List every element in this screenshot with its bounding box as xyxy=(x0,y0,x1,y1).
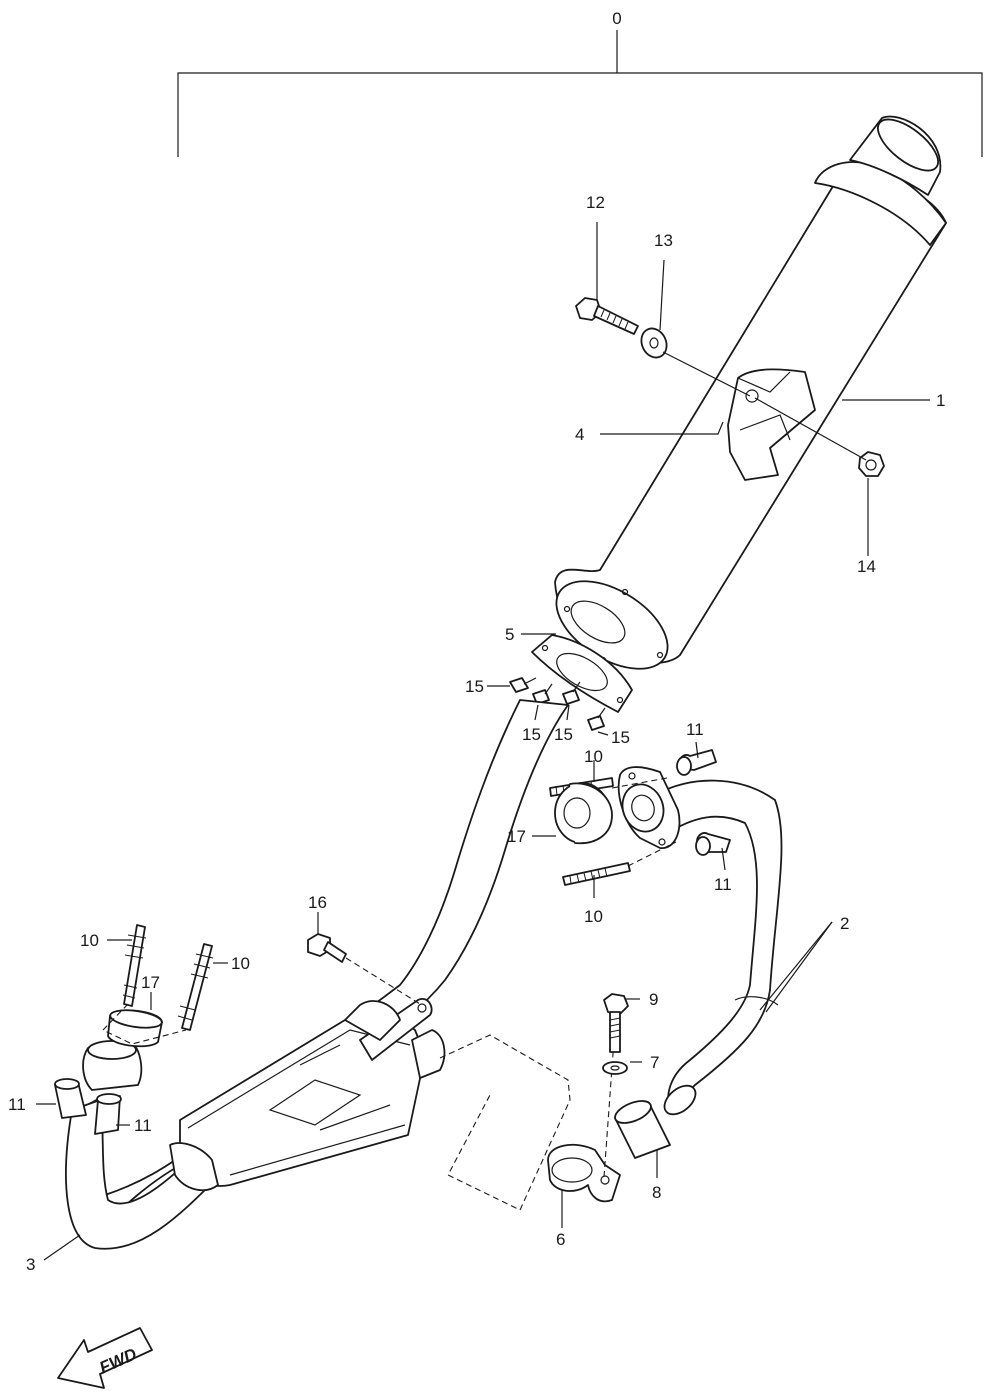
bolt-16 xyxy=(307,933,347,963)
bolt-15-b xyxy=(532,683,553,705)
front-pipe-3 xyxy=(65,699,569,1250)
callout-11-front-a: 11 xyxy=(8,1095,26,1114)
bolt-11-front-b xyxy=(94,1093,122,1135)
callout-10-front-b: 10 xyxy=(231,954,250,973)
bolt-9 xyxy=(603,993,629,1053)
callout-15-d: 15 xyxy=(611,728,630,747)
gasket-17-front xyxy=(107,1009,163,1048)
callout-10-rear-b: 10 xyxy=(584,907,603,926)
washer-13 xyxy=(640,327,668,359)
bolt-15-a xyxy=(509,677,537,693)
callout-15-a: 15 xyxy=(465,677,484,696)
callout-9: 9 xyxy=(649,990,658,1009)
assembly-bracket xyxy=(177,30,983,157)
callout-11-rear-b: 11 xyxy=(714,875,732,894)
gasket-17-rear xyxy=(554,782,613,845)
callout-17-front: 17 xyxy=(141,973,160,992)
rear-pipe-2 xyxy=(617,766,783,1116)
callout-7: 7 xyxy=(650,1053,659,1072)
callout-10-rear-a: 10 xyxy=(584,747,603,766)
sleeve-8 xyxy=(614,1100,671,1159)
callout-5: 5 xyxy=(505,625,514,644)
stud-10-front-a xyxy=(122,924,147,1007)
stud-10-rear-b xyxy=(562,862,631,886)
stud-10-front-b xyxy=(177,943,214,1031)
callout-8: 8 xyxy=(652,1183,661,1202)
callout-1: 1 xyxy=(936,391,945,410)
callout-16: 16 xyxy=(308,893,327,912)
bolt-15-d xyxy=(587,707,606,731)
callout-15-b: 15 xyxy=(522,725,541,744)
callout-13: 13 xyxy=(654,231,673,250)
callout-17-rear: 17 xyxy=(507,827,526,846)
callout-11-rear-a: 11 xyxy=(686,720,704,739)
gasket-5 xyxy=(531,634,633,713)
bolt-15-c xyxy=(562,681,581,705)
callout-labels: 0 1 2 3 4 5 6 7 8 9 10 10 10 10 11 11 11… xyxy=(8,9,945,1274)
washer-7 xyxy=(602,1061,628,1075)
bolt-12 xyxy=(575,297,639,335)
callout-14: 14 xyxy=(857,557,876,576)
callout-10-front-a: 10 xyxy=(80,931,99,950)
callout-12: 12 xyxy=(586,193,605,212)
fwd-direction-arrow: FWD xyxy=(57,1327,153,1389)
callout-3: 3 xyxy=(26,1255,35,1274)
callout-15-c: 15 xyxy=(554,725,573,744)
callout-0: 0 xyxy=(612,9,621,28)
callout-2: 2 xyxy=(840,914,849,933)
callout-4: 4 xyxy=(575,425,584,444)
bolt-11-front-a xyxy=(54,1078,87,1119)
mount-bracket xyxy=(727,368,816,481)
clamp-6 xyxy=(547,1143,621,1203)
bolt-11-rear-b xyxy=(695,832,731,856)
bolt-11-rear-a xyxy=(676,749,717,776)
callout-11-front-b: 11 xyxy=(134,1116,152,1135)
callout-6: 6 xyxy=(556,1230,565,1249)
leader-lines xyxy=(36,222,930,1261)
nut-14 xyxy=(858,451,885,477)
